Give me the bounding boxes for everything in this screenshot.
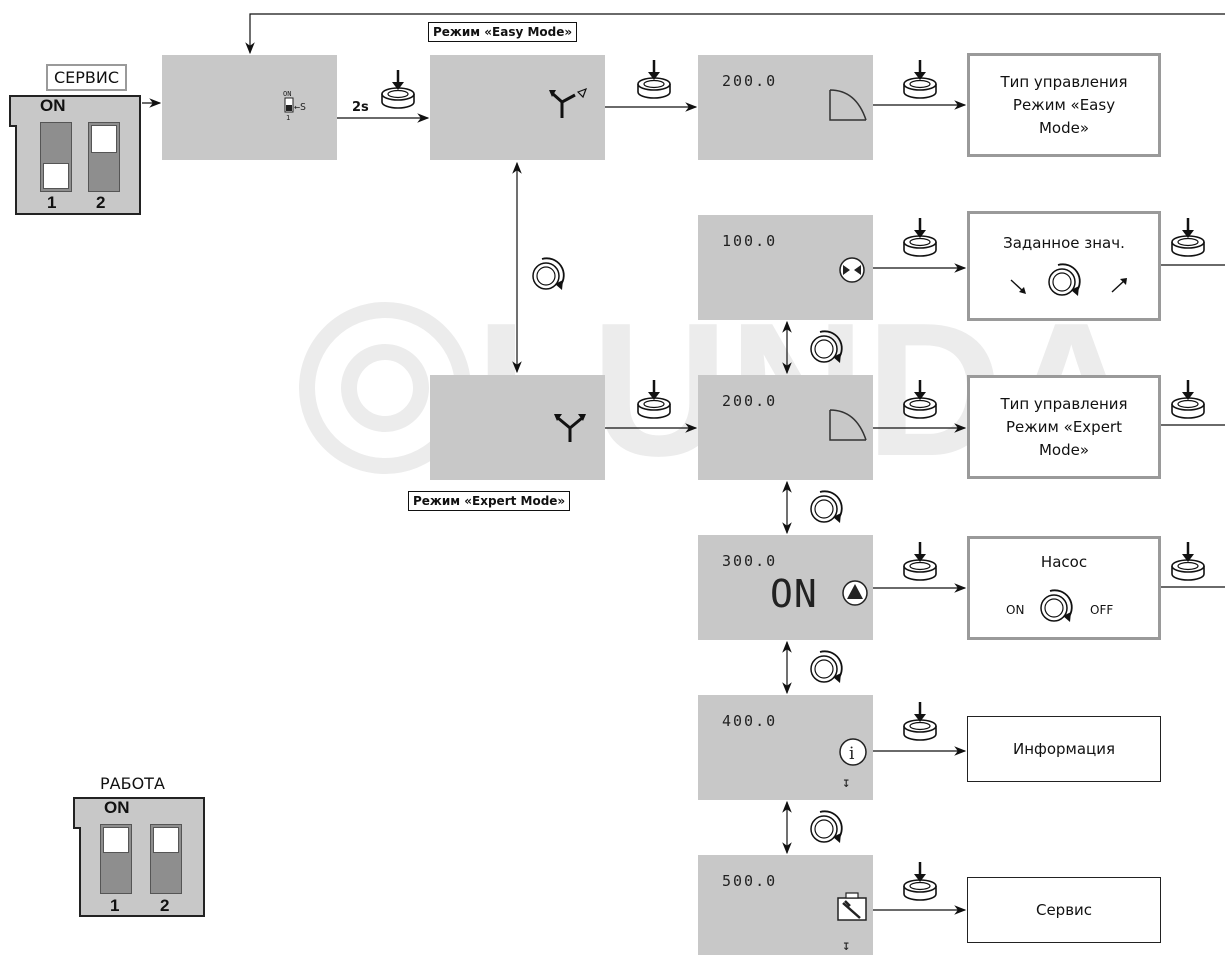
service-switch-num-1: 1	[47, 193, 57, 212]
service-switch-knob-2[interactable]	[91, 125, 117, 153]
push-button-icon	[902, 378, 938, 420]
service-box: Сервис	[967, 877, 1161, 943]
expert-control-line-2: Режим «Expert	[1006, 417, 1122, 436]
work-title: РАБОТА	[100, 774, 165, 793]
easy-control-line-1: Тип управления	[1000, 72, 1128, 91]
rotary-knob-icon	[532, 257, 565, 291]
scroll-down-icon: ↧	[842, 938, 850, 954]
info-label: Информация	[1012, 740, 1116, 758]
info-400-value: 400.0	[722, 712, 778, 730]
pump-box: Насос	[967, 536, 1161, 640]
work-switch-knob-2[interactable]	[153, 827, 179, 853]
work-switch-num-1: 1	[110, 896, 120, 915]
pump-off-label: OFF	[1090, 603, 1114, 617]
easy-mode-screen	[430, 55, 605, 160]
easy-200-value: 200.0	[722, 72, 778, 90]
rotary-knob-icon	[810, 330, 843, 364]
push-button-icon	[902, 58, 938, 100]
expert-mode-screen	[430, 375, 605, 480]
scroll-down-icon: ↧	[842, 775, 850, 791]
expert-200-value: 200.0	[722, 392, 778, 410]
easy-200-screen	[698, 55, 873, 160]
work-switch-num-2: 2	[160, 896, 170, 915]
setpoint-label: Заданное знач.	[1003, 234, 1125, 252]
expert-control-line-1: Тип управления	[1000, 394, 1128, 413]
service-screen	[162, 55, 337, 160]
easy-control-line-3: Mode»	[1038, 118, 1090, 137]
setpoint-icon	[839, 257, 865, 283]
pump-title: Насос	[1040, 553, 1088, 571]
expert-control-line-3: Mode»	[1038, 440, 1090, 459]
easy-control-line-2: Режим «Easy	[1012, 95, 1116, 114]
push-button-icon	[636, 378, 672, 420]
expert-200-screen	[698, 375, 873, 480]
pump-on-label: ON	[1006, 603, 1025, 617]
push-button-icon	[1170, 540, 1206, 582]
service-switch-on-label: ON	[40, 96, 66, 115]
push-button-icon	[1170, 378, 1206, 420]
expert-mode-icon	[554, 414, 586, 442]
rotary-knob-icon	[810, 810, 843, 844]
svg-text:1: 1	[286, 114, 290, 122]
rotary-knob-icon	[1040, 589, 1073, 623]
characteristic-curve-icon	[829, 409, 867, 441]
push-button-icon	[902, 540, 938, 582]
increase-arrow-icon	[1111, 279, 1126, 293]
push-button-icon	[1170, 216, 1206, 258]
push-button-icon	[636, 58, 672, 100]
easy-mode-icon	[549, 87, 588, 118]
info-icon: i	[839, 738, 867, 766]
setpoint-box: Заданное знач.	[967, 211, 1161, 321]
service-switch-knob-1[interactable]	[43, 163, 69, 189]
expert-mode-label: Режим «Expert Mode»	[408, 491, 571, 511]
service-switch-num-2: 2	[96, 193, 106, 212]
svg-text:ON: ON	[283, 90, 291, 98]
rotary-knob-icon	[1048, 263, 1081, 297]
characteristic-curve-icon	[829, 89, 867, 121]
pump-300-value: 300.0	[722, 552, 778, 570]
svg-text:i: i	[849, 744, 855, 764]
work-switch-knob-1[interactable]	[103, 827, 129, 853]
push-button-icon	[902, 860, 938, 902]
rotary-knob-icon	[810, 490, 843, 524]
easy-mode-label: Режим «Easy Mode»	[428, 22, 578, 42]
wrench-icon	[837, 892, 867, 921]
push-button-icon	[380, 68, 416, 110]
service-title: СЕРВИС	[46, 64, 128, 91]
push-button-icon	[902, 700, 938, 742]
info-box: Информация	[967, 716, 1161, 782]
push-button-icon	[902, 216, 938, 258]
svg-text:←S: ←S	[294, 102, 306, 113]
setpoint-100-value: 100.0	[722, 232, 778, 250]
press-duration-label: 2s	[352, 100, 369, 115]
rotary-knob-icon	[810, 650, 843, 684]
pump-state-value: ON	[770, 572, 818, 616]
service-500-value: 500.0	[722, 872, 778, 890]
work-switch-on-label: ON	[104, 798, 130, 817]
switch-service-icon: ON 1 ←S	[283, 90, 306, 122]
pump-icon	[842, 580, 868, 606]
service-label: Сервис	[1035, 901, 1093, 919]
